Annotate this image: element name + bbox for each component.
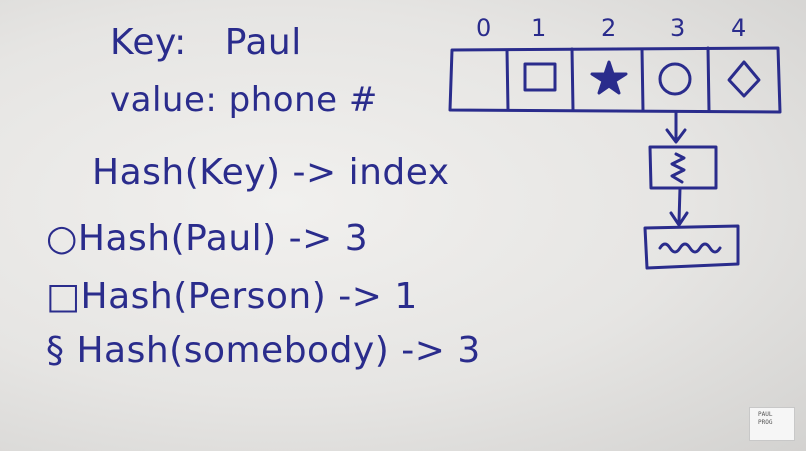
- example-paul: ○Hash(Paul) -> 3: [46, 218, 369, 259]
- cell-divider-4: [706, 46, 711, 113]
- chain-node-1: [648, 145, 718, 190]
- diamond-icon: [727, 60, 761, 98]
- pointer-arrowhead-1: [665, 128, 687, 144]
- example-person: □Hash(Person) -> 1: [46, 276, 418, 317]
- square-icon: [523, 62, 557, 92]
- value-line: value: phone #: [110, 80, 378, 120]
- pointer-arrow-2: [677, 186, 682, 224]
- index-label-2: 2: [601, 14, 617, 42]
- chain-node-2: [643, 224, 740, 270]
- cell-divider-1: [505, 48, 510, 112]
- hash-formula: Hash(Key) -> index: [92, 152, 450, 193]
- wavy-line-icon: [658, 242, 722, 254]
- cell-divider-3: [640, 47, 645, 113]
- index-label-3: 3: [670, 14, 686, 42]
- key-line: Key:Paul: [110, 22, 302, 63]
- array-outline: [448, 46, 782, 114]
- channel-logo: PAUL PROG: [749, 407, 795, 441]
- cell-divider-2: [570, 47, 575, 112]
- index-label-0: 0: [476, 14, 492, 42]
- squiggle-icon: [670, 152, 686, 184]
- index-label-4: 4: [731, 14, 747, 42]
- star-icon: [590, 60, 628, 95]
- circle-icon: [658, 62, 692, 96]
- index-label-1: 1: [531, 14, 547, 42]
- pointer-arrowhead-2: [669, 211, 689, 227]
- example-somebody: § Hash(somebody) -> 3: [46, 330, 481, 371]
